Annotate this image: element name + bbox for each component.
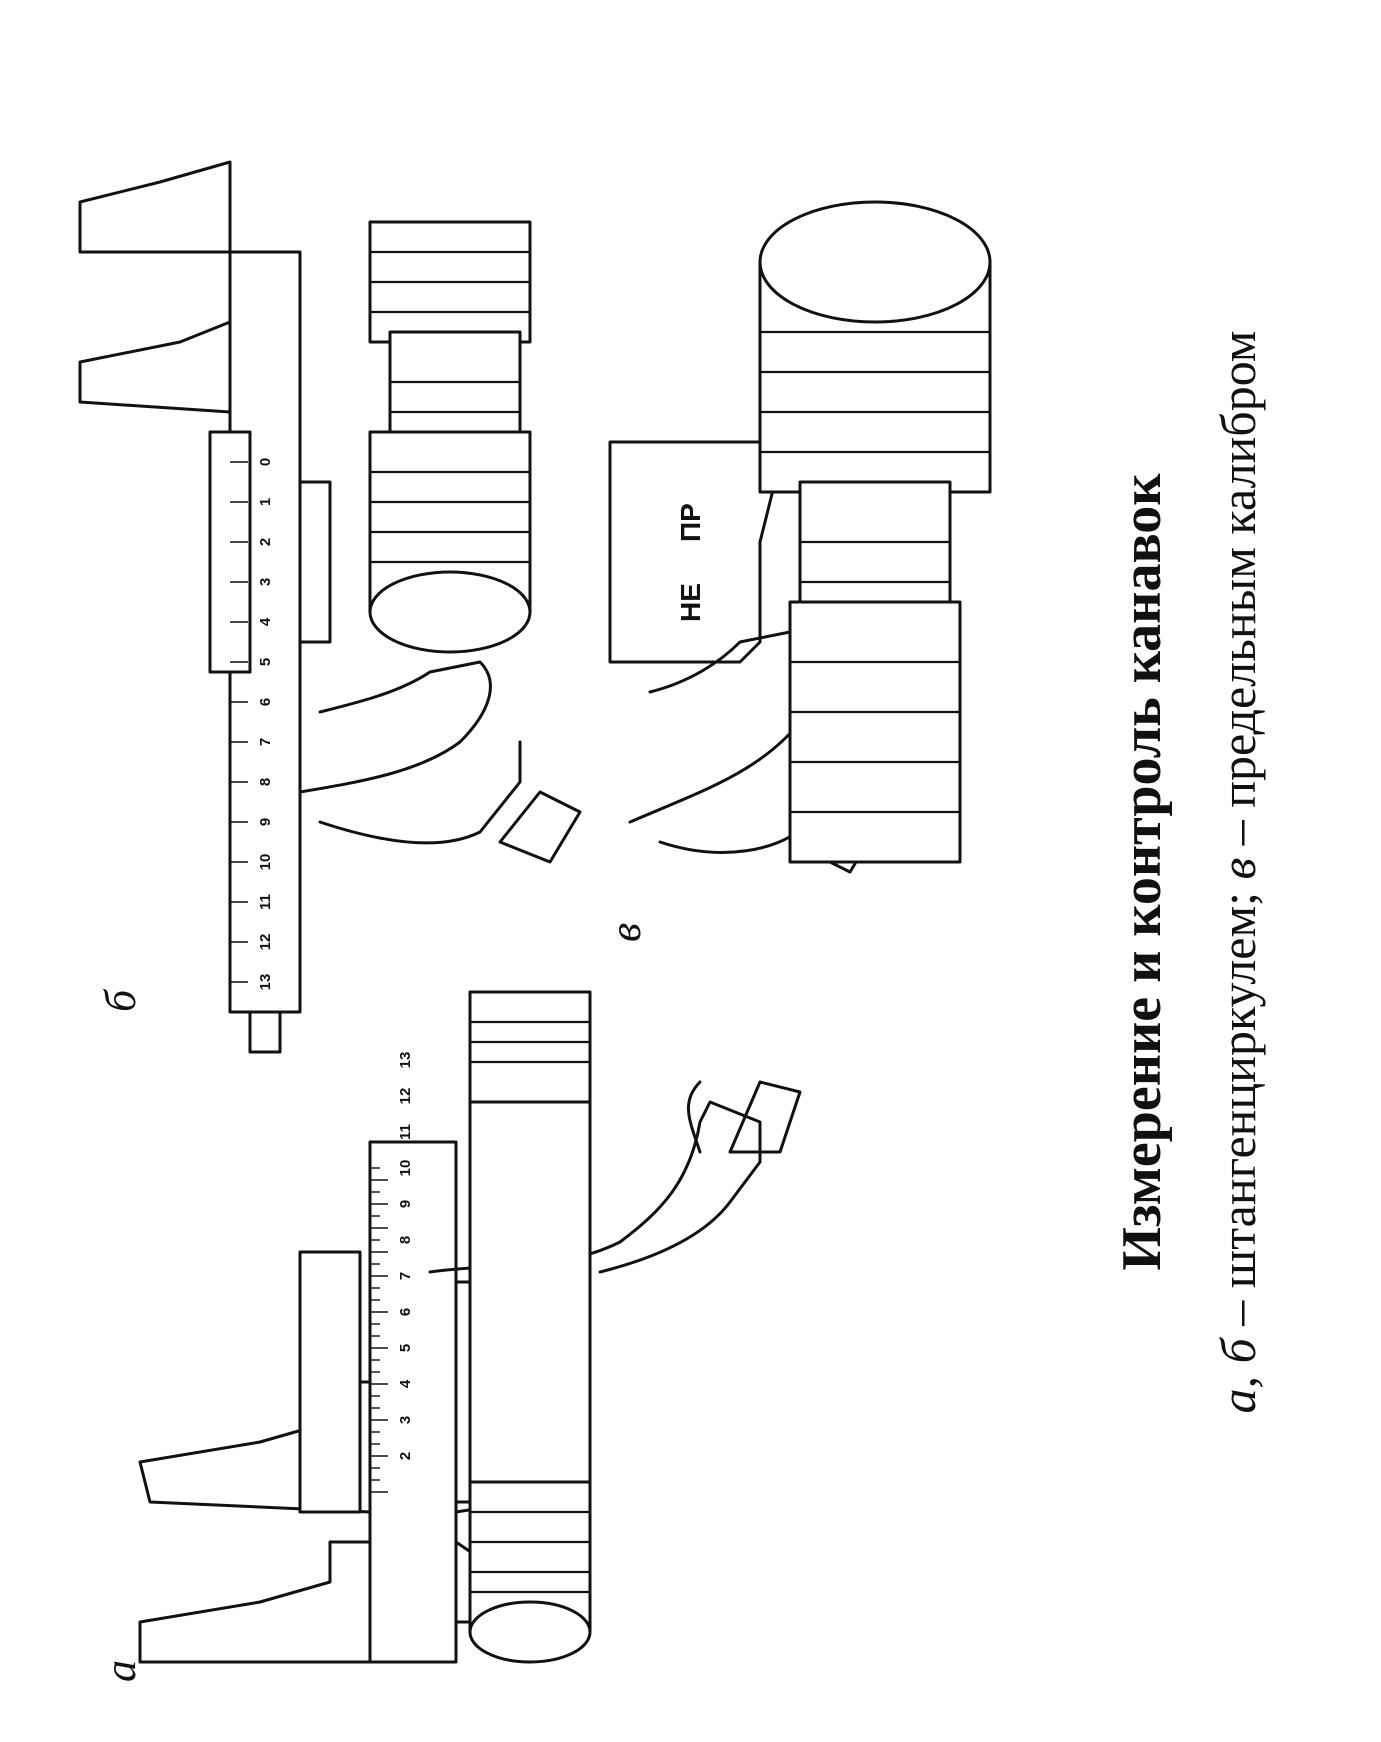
caliper-b-scale-number-4: 4 (257, 617, 274, 626)
caliper-a-scale-number-10: 12 (397, 1088, 414, 1105)
caliper-b-slider (298, 480, 332, 644)
caliper-b-scale-number-12: 12 (257, 934, 274, 951)
hand-a-cuff (728, 1080, 802, 1154)
caliper-b-vernier (208, 430, 252, 674)
caliper-a-beam (368, 1140, 458, 1664)
figure-title: Измерение и контроль канавок (1111, 473, 1173, 1271)
caption-part-caliper: – штангенциркулем; (1210, 879, 1266, 1338)
caliper-b-scale-number-3: 3 (257, 578, 274, 586)
caliper-a-scale-number-3: 5 (397, 1344, 414, 1352)
caliper-a-scale-number-7: 9 (397, 1200, 414, 1208)
caliper-b-scale-number-7: 7 (257, 738, 274, 746)
caliper-a-scale-number-1: 3 (397, 1416, 414, 1424)
caliper-b-scale-number-5: 5 (257, 658, 274, 666)
caliper-b-scale-ticks (230, 461, 248, 983)
caliper-a-scale-number-4: 6 (397, 1308, 414, 1316)
hand-b-cuff (498, 790, 582, 864)
workpiece-b (368, 220, 532, 654)
caliper-a-scale-number-9: 11 (397, 1124, 414, 1140)
workpiece-v (758, 200, 992, 864)
caliper-b-scale-number-1: 1 (257, 498, 274, 506)
caption-part-gauge: – предельным калибром (1210, 331, 1266, 858)
caliper-a-vernier-frame (298, 1250, 362, 1514)
panel-v-illustration: НЕ ПР (608, 200, 992, 874)
gauge-mark-nogo: НЕ (675, 583, 706, 622)
caption-part-v: в (1210, 858, 1266, 880)
caliper-a-scale-number-2: 4 (397, 1379, 414, 1388)
caliper-a-scale-numbers: 2 3 4 5 6 7 8 9 10 11 12 13 (397, 1052, 414, 1461)
caliper-b-scale-number-9: 9 (257, 818, 274, 826)
panel-label-v: в (601, 923, 650, 942)
caliper-a-scale-ticks (370, 1167, 388, 1493)
caliper-a-scale-number-5: 7 (397, 1272, 414, 1280)
caliper-a-fixed-jaw (138, 1540, 372, 1664)
caliper-b-scale-number-2: 2 (257, 538, 274, 546)
panel-label-b: б (96, 988, 145, 1012)
workpiece-a (468, 990, 592, 1664)
caliper-b-scale-number-13: 13 (257, 974, 274, 991)
caliper-b-depth-rod (248, 1010, 282, 1054)
caliper-a-scale-number-11: 13 (397, 1052, 414, 1069)
hand-b (298, 660, 492, 794)
caliper-b-scale-number-10: 10 (257, 854, 274, 871)
caption-part-ab: а, б (1210, 1336, 1266, 1413)
caliper-a-scale-number-8: 10 (397, 1160, 414, 1177)
panel-label-a: а (96, 1660, 145, 1682)
caliper-b-scale-number-8: 8 (257, 778, 274, 786)
caliper-a-scale-number-6: 8 (397, 1236, 414, 1244)
figure-caption: а, б – штангенциркулем; в – предельным к… (1210, 331, 1266, 1414)
caliper-a-scale-number-0: 2 (397, 1452, 414, 1460)
caliper-b-scale-number-6: 6 (257, 698, 274, 706)
limit-gauge (608, 440, 782, 664)
caliper-b-moving-jaw (78, 320, 232, 414)
caliper-b-scale-number-11: 11 (257, 894, 274, 910)
panel-a-illustration: 2 3 4 5 6 7 8 9 10 11 12 13 (138, 990, 802, 1664)
gauge-mark-go: ПР (675, 503, 706, 542)
caliper-b-fixed-jaw (78, 160, 232, 254)
caliper-b-scale-number-0: 0 (257, 458, 274, 466)
